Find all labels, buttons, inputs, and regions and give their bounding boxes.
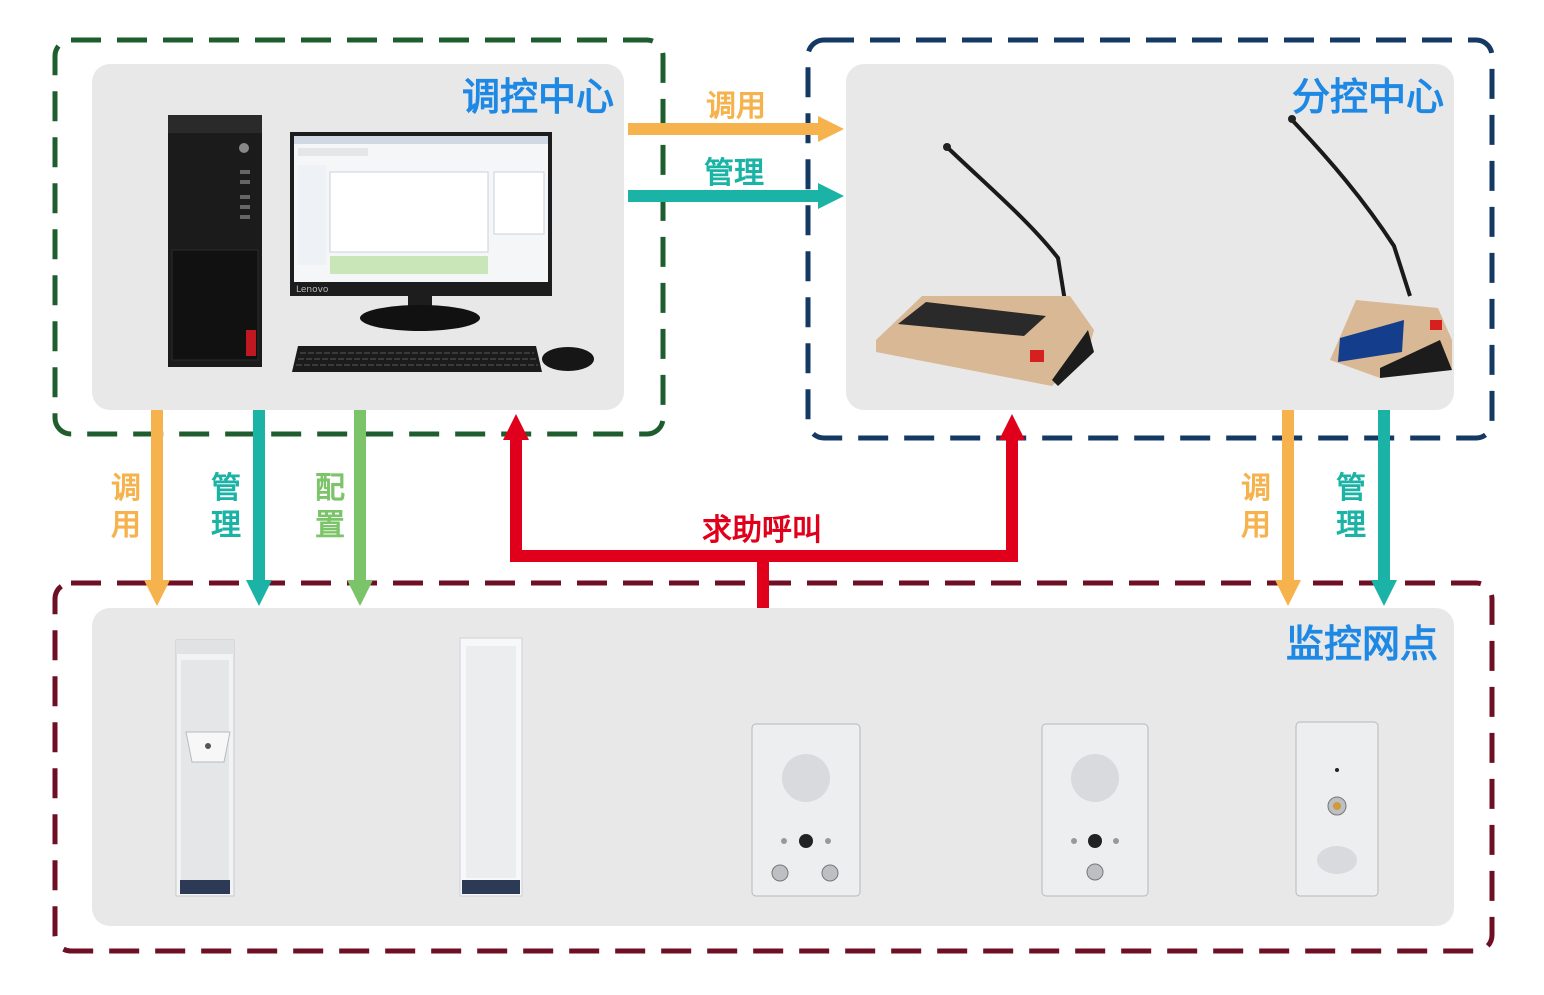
monitor-icon: Lenovo (290, 132, 552, 331)
column-speaker-icon (175, 639, 235, 897)
label-left-manage-2: 理 (211, 508, 241, 543)
arrow-left-config (347, 410, 373, 606)
label-left-config-1: 配 (315, 471, 345, 506)
intercom-panel-icon (751, 723, 861, 897)
arrow-right-manage (1371, 410, 1397, 606)
label-right-call-2: 用 (1241, 508, 1271, 543)
control-center-group: 调控中心 Lenovo (52, 37, 666, 437)
sub-center-border (805, 37, 1495, 441)
computer-tower-icon (168, 115, 262, 367)
arrow-top-manage (628, 183, 844, 209)
sub-center-title: 分控中心 (1292, 75, 1444, 119)
desk-microphone-console-icon (1288, 115, 1452, 378)
sub-center-group: 分控中心 (805, 37, 1495, 441)
keyboard-icon (292, 346, 542, 372)
arrow-right-call (1275, 410, 1301, 606)
label-left-config-2: 置 (315, 508, 345, 543)
arrow-help-call (503, 414, 1025, 608)
arrow-top-call (628, 116, 844, 142)
label-left-call-2: 用 (111, 508, 141, 543)
arrow-left-manage (246, 410, 272, 606)
control-center-title: 调控中心 (462, 75, 614, 119)
label-right-call-1: 调 (1241, 471, 1271, 506)
column-speaker-icon (459, 637, 523, 897)
label-top-manage: 管理 (704, 156, 764, 191)
help-call-panel-icon (1295, 721, 1379, 897)
label-right-manage-2: 理 (1336, 508, 1366, 543)
control-center-border (52, 37, 666, 437)
monitor-points-group: 监控网点 (52, 580, 1495, 954)
mouse-icon (542, 347, 594, 371)
label-left-manage-1: 管 (211, 471, 241, 506)
monitor-points-title: 监控网点 (1286, 622, 1438, 666)
monitor-brand: Lenovo (296, 285, 329, 295)
label-left-call-1: 调 (111, 471, 141, 506)
intercom-panel-icon (1041, 723, 1149, 897)
label-right-manage-1: 管 (1336, 471, 1366, 506)
label-top-call: 调用 (706, 89, 766, 124)
desk-microphone-console-icon (876, 143, 1094, 386)
arrow-left-call (144, 410, 170, 606)
monitor-points-border (52, 580, 1495, 954)
label-help-call: 求助呼叫 (702, 513, 822, 548)
